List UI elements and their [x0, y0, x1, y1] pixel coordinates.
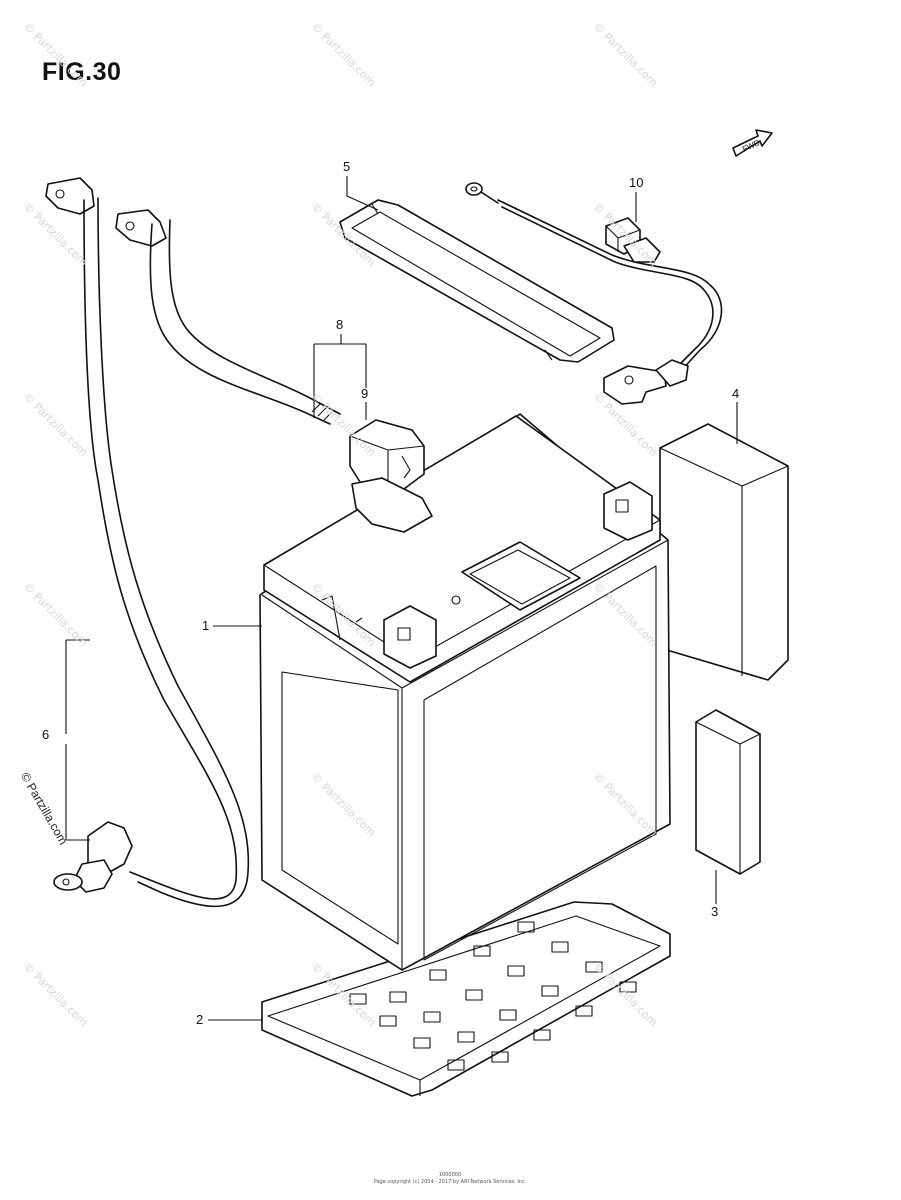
- callout-2: 2: [196, 1012, 204, 1027]
- leader-lines: [65, 176, 738, 1021]
- callout-4: 4: [732, 386, 740, 401]
- part-3-battery-pad: [695, 709, 761, 875]
- callout-8: 8: [336, 317, 344, 332]
- figure-title: FIG.30: [42, 58, 122, 86]
- fwd-label: FWD: [741, 138, 762, 154]
- part-6-ground-cable: [45, 177, 250, 908]
- callout-1: 1: [202, 618, 210, 633]
- footer-code: 1000000: [438, 1172, 462, 1178]
- part-9-terminal-cover: [349, 419, 433, 533]
- page-footer: 1000000 Page copyright (c) 2004 - 2017 b…: [330, 1172, 570, 1186]
- part-1-battery: [259, 413, 671, 971]
- callout-5: 5: [343, 159, 351, 174]
- callout-6: 6: [42, 727, 50, 742]
- callout-9: 9: [361, 386, 369, 401]
- footer-notice: Page copyright (c) 2004 - 2017 by ARI Ne…: [373, 1179, 527, 1185]
- part-8-battery-cable: [115, 209, 341, 425]
- forward-arrow-icon: FWD: [732, 129, 773, 157]
- part-4-battery-pad: [659, 423, 789, 681]
- part-2-battery-tray: [261, 901, 671, 1097]
- part-10-wire-harness: [465, 182, 723, 405]
- part-5-battery-band: [339, 199, 615, 363]
- callout-3: 3: [711, 904, 719, 919]
- callout-10: 10: [629, 175, 644, 190]
